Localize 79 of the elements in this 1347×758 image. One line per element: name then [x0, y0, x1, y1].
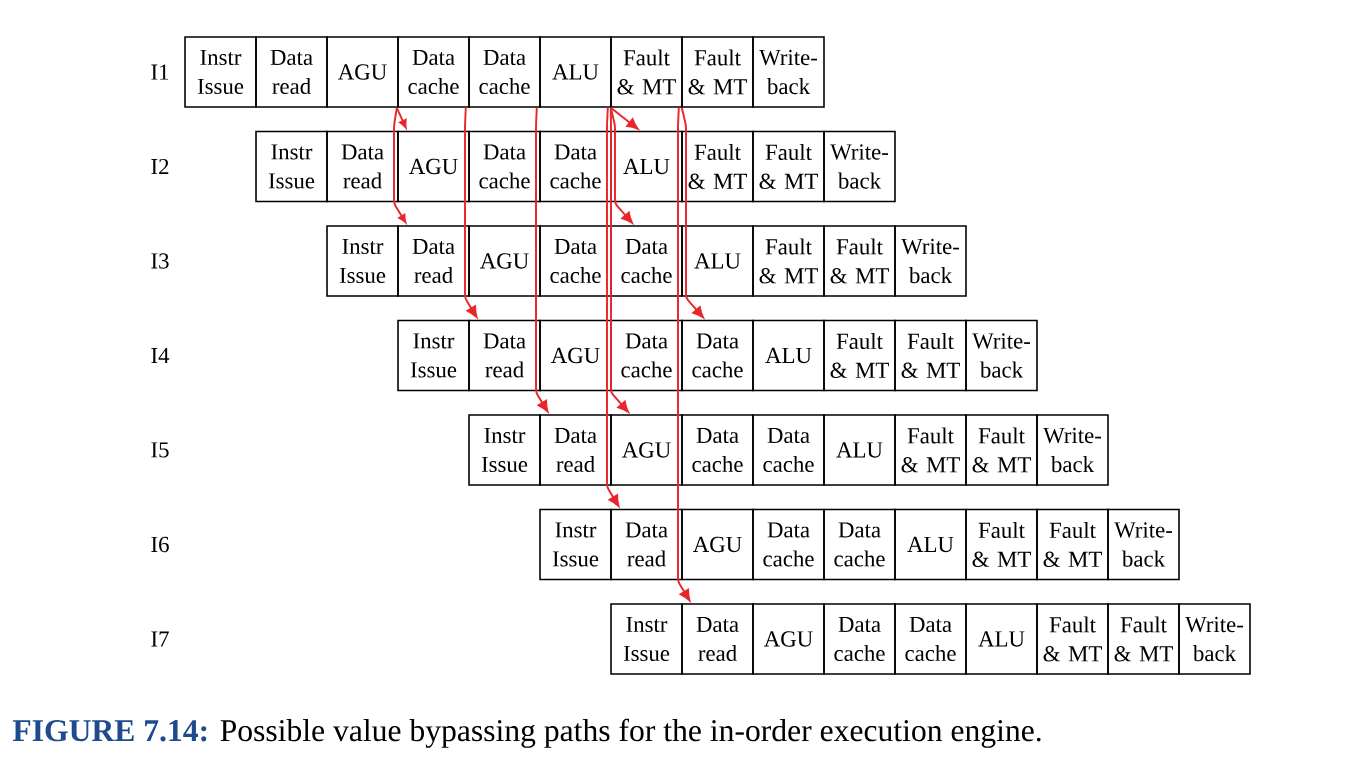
stage-box: Write- back — [1178, 603, 1251, 675]
stage-box: ALU — [539, 36, 612, 108]
stage-box: Instr Issue — [539, 508, 612, 581]
stage-box: AGU — [752, 603, 825, 675]
stage-box: Data cache — [397, 36, 470, 108]
bypass-arrow — [535, 106, 549, 413]
stage-box: Fault & MT — [752, 130, 825, 203]
stage-box: Data read — [610, 508, 683, 581]
stage-box: AGU — [610, 414, 683, 486]
bypass-arrow — [464, 106, 478, 318]
stage-box: Fault & MT — [1036, 508, 1109, 581]
stage-box: Fault & MT — [894, 414, 967, 486]
stage-box: Data read — [539, 414, 612, 486]
stage-box: Data cache — [468, 36, 541, 108]
bypass-arrow — [606, 106, 620, 507]
stage-box: AGU — [681, 508, 754, 581]
stage-box: Data read — [468, 319, 541, 392]
figure-caption: FIGURE 7.14: Possible value bypassing paths for the in-order execution engine. — [12, 718, 1041, 748]
stage-box: Fault & MT — [965, 414, 1038, 486]
stage-box: Fault & MT — [823, 319, 896, 392]
row-label: I2 — [151, 158, 169, 175]
stage-box: Write- back — [752, 36, 825, 108]
stage-box: Fault & MT — [1036, 603, 1109, 675]
stage-box: Data cache — [823, 508, 896, 581]
stage-box: Data read — [326, 130, 399, 203]
stage-box: ALU — [610, 130, 683, 203]
stage-box: Data cache — [610, 225, 683, 297]
stage-box: Write- back — [1107, 508, 1180, 581]
bypass-arrow — [609, 106, 639, 130]
bypass-arrow — [677, 106, 691, 602]
stage-box: AGU — [326, 36, 399, 108]
stage-box: Data read — [681, 603, 754, 675]
stage-box: Write- back — [823, 130, 896, 203]
stage-box: Instr Issue — [610, 603, 683, 675]
row-label: I6 — [151, 536, 169, 553]
stage-box: ALU — [681, 225, 754, 297]
stage-box: Fault & MT — [681, 130, 754, 203]
stage-box: ALU — [894, 508, 967, 581]
stage-box: Instr Issue — [397, 319, 470, 392]
stage-box: AGU — [468, 225, 541, 297]
stage-box: Data cache — [823, 603, 896, 675]
row-label: I5 — [151, 442, 169, 458]
bypass-arrow — [609, 106, 629, 413]
stage-box: Write- back — [1036, 414, 1109, 486]
stage-box: ALU — [823, 414, 896, 486]
stage-box: ALU — [965, 603, 1038, 675]
stage-box: Instr Issue — [255, 130, 328, 203]
stage-box: Data read — [255, 36, 328, 108]
stage-box: Data read — [397, 225, 470, 297]
stage-box: Fault & MT — [894, 319, 967, 392]
stage-box: AGU — [397, 130, 470, 203]
stage-box: Fault & MT — [752, 225, 825, 297]
stage-box: Write- back — [894, 225, 967, 297]
stage-box: Instr Issue — [326, 225, 399, 297]
stage-box: Fault & MT — [823, 225, 896, 297]
stage-box: Data cache — [468, 130, 541, 203]
stage-box: Data cache — [894, 603, 967, 675]
stage-box: Data cache — [752, 414, 825, 486]
stage-box: Data cache — [610, 319, 683, 392]
row-label: I3 — [151, 253, 169, 269]
bypass-arrow — [680, 106, 704, 319]
bypass-arrow — [395, 106, 407, 129]
stage-box: Instr Issue — [468, 414, 541, 486]
stage-box: Data cache — [539, 130, 612, 203]
stage-box: Fault & MT — [610, 36, 683, 108]
stage-box: Fault & MT — [965, 508, 1038, 581]
stage-box: Instr Issue — [184, 36, 257, 108]
stage-box: Data cache — [681, 414, 754, 486]
stage-box: AGU — [539, 319, 612, 392]
bypass-arrow — [393, 106, 407, 224]
row-label: I4 — [151, 347, 170, 363]
stage-box: Data cache — [681, 319, 754, 392]
row-label: I7 — [151, 631, 169, 647]
stage-box: Write- back — [965, 319, 1038, 392]
stage-box: Data cache — [752, 508, 825, 581]
stage-box: Fault & MT — [1107, 603, 1180, 675]
stage-box: Fault & MT — [681, 36, 754, 108]
stage-box: Data cache — [539, 225, 612, 297]
stage-box: ALU — [752, 319, 825, 392]
